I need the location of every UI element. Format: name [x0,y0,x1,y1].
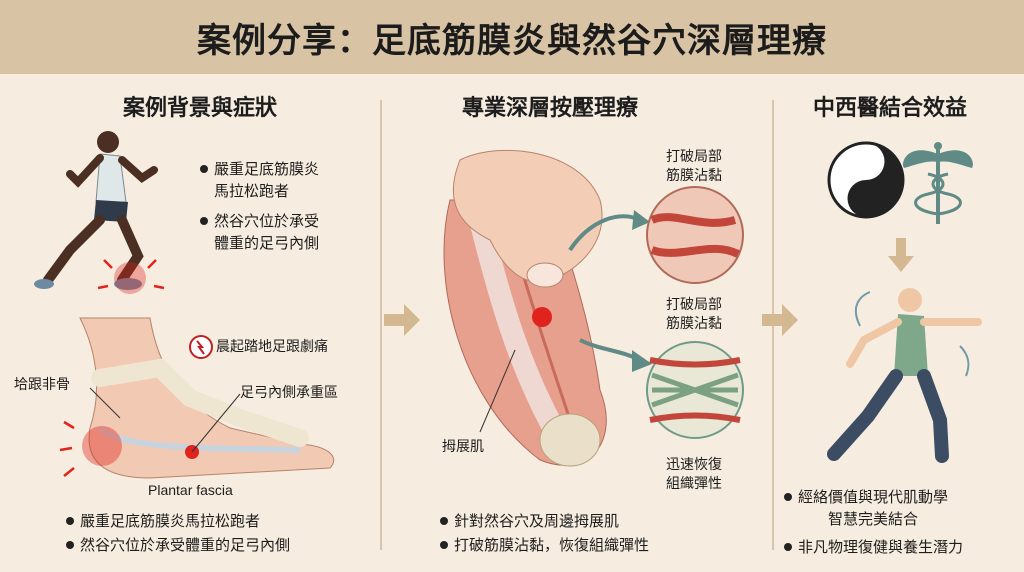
tissue-zoom-illustration [568,186,744,439]
plantar-fascia-label: Plantar fascia [148,482,233,498]
column-heading-background: 案例背景與症狀 [122,96,277,121]
runner-illustration [34,131,165,294]
column-heading-benefits: 中西醫結合效益 [812,96,967,121]
break-adhesion-label-2: 打破局部 筋膜沾黏 [666,297,722,332]
caduceus-icon [903,142,973,224]
page-title: 案例分享：足底筋膜炎與然谷穴深層理療 [197,20,827,61]
list-item: 打破筋膜沾黏，恢復組織彈性 [440,534,760,556]
list-item: 然谷穴位於承受 體重的足弓內側 [200,210,370,254]
list-item: 非凡物理復健與養生潛力 [784,536,1014,558]
deep-pressure-illustration [443,149,607,467]
list-item: 針對然谷穴及周邊拇展肌 [440,510,760,532]
arch-area-label: 足弓內側承重區 [240,385,338,401]
down-arrow-icon [888,238,914,272]
restore-elasticity-label: 迅速恢復 組織彈性 [666,457,722,492]
list-item: 嚴重足底筋膜炎馬拉松跑者 [66,510,376,532]
column-heading-therapy: 專業深層按壓理療 [461,96,638,121]
background-bottom-bullets: 嚴重足底筋膜炎馬拉松跑者 然谷穴位於承受體重的足弓內側 [66,510,376,564]
abductor-label: 拇展肌 [442,439,484,455]
stretching-figure-illustration [827,288,982,463]
benefits-bottom-bullets: 經絡價值與現代肌動學 智慧完美結合 非凡物理復健與養生潛力 [784,486,1014,566]
morning-pain-label: 晨起踏地足跟劇痛 [216,339,328,355]
list-item: 嚴重足底筋膜炎 馬拉松跑者 [200,158,370,202]
heel-bone-label: 垥跟非骨 [14,377,70,393]
column-divider [380,100,382,550]
list-item: 經絡價值與現代肌動學 智慧完美結合 [784,486,1014,530]
list-item: 然谷穴位於承受體重的足弓內側 [66,534,376,556]
foot-anatomy-illustration [59,317,335,479]
break-adhesion-label-1: 打破局部 筋膜沾黏 [666,149,722,184]
title-banner: 案例分享：足底筋膜炎與然谷穴深層理療 [0,0,1024,74]
pain-alert-icon [189,335,213,359]
flow-arrow-icon [762,304,798,336]
yin-yang-icon [827,141,905,219]
therapy-bottom-bullets: 針對然谷穴及周邊拇展肌 打破筋膜沾黏，恢復組織彈性 [440,510,760,564]
flow-arrow-icon [384,304,420,336]
background-top-bullets: 嚴重足底筋膜炎 馬拉松跑者 然谷穴位於承受 體重的足弓內側 [200,158,370,262]
